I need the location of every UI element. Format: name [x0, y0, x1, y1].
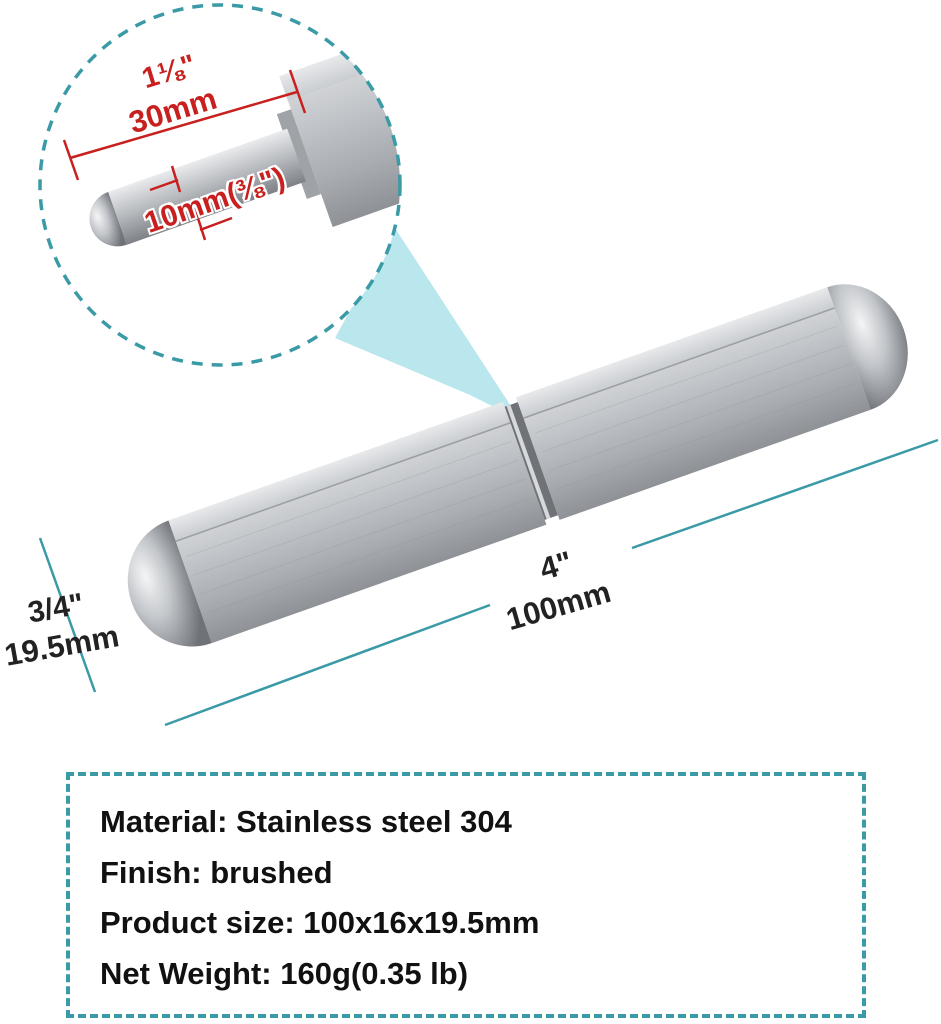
spec-weight: Net Weight: 160g(0.35 lb)	[100, 956, 469, 991]
zoom-detail-circle	[38, 3, 402, 367]
spec-size: Product size: 100x16x19.5mm	[100, 905, 540, 940]
hinge-body	[127, 284, 908, 647]
length-dimension-line-left	[164, 603, 491, 727]
specifications-box	[66, 772, 866, 1018]
pin-length-dimension	[62, 69, 307, 181]
pin-diameter-dimension	[149, 165, 233, 241]
length-dimension-line-right	[631, 438, 939, 550]
width-dimension-line	[38, 537, 97, 693]
spec-finish: Finish: brushed	[100, 855, 333, 890]
spec-material: Material: Stainless steel 304	[100, 804, 512, 839]
zoom-projection	[335, 228, 520, 420]
